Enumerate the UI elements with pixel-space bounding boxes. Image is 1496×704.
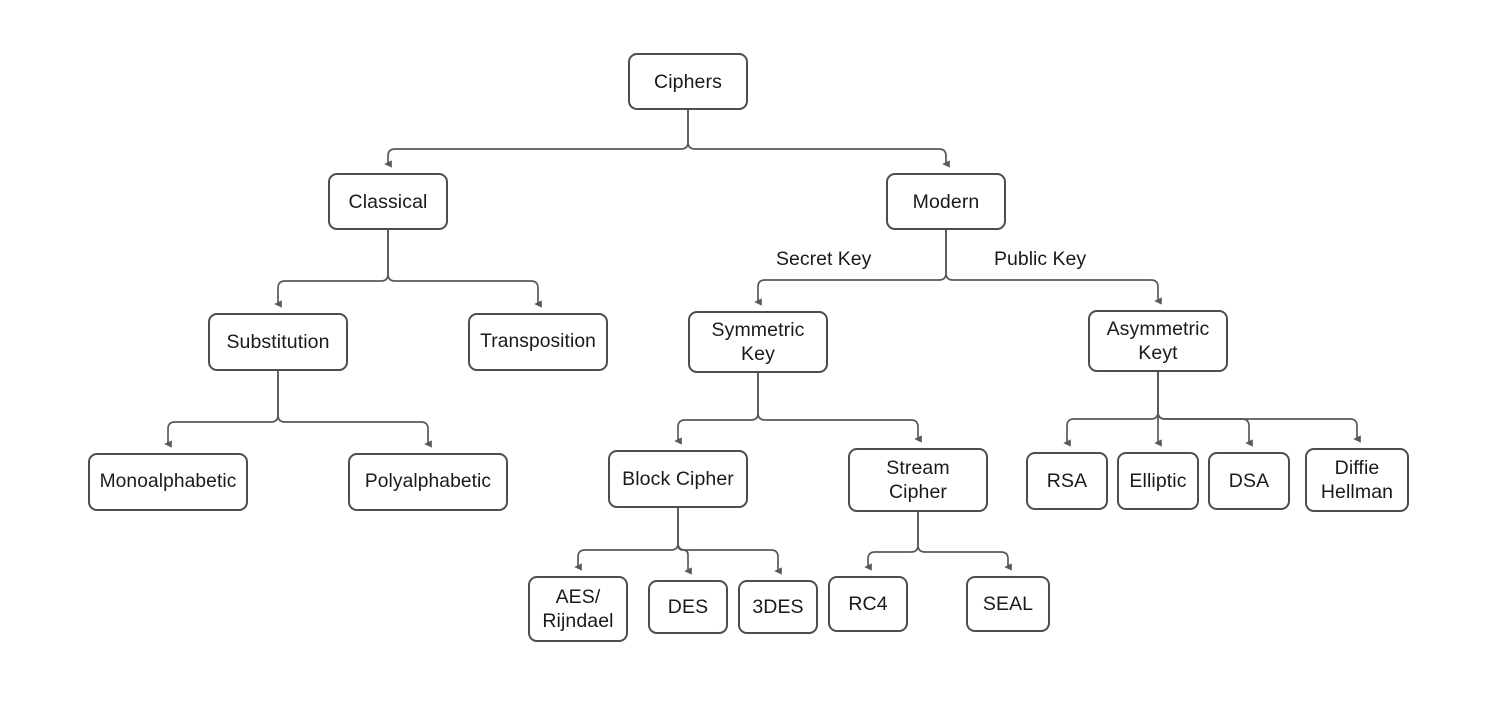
edge-asymmetric-key-to-rsa	[1063, 371, 1159, 447]
node-polyalphabetic[interactable]: Polyalphabetic	[348, 453, 508, 511]
node-transposition[interactable]: Transposition	[468, 313, 608, 371]
edge-stream-cipher-to-rc4	[864, 511, 919, 571]
node-3des[interactable]: 3DES	[738, 580, 818, 634]
edge-ciphers-to-modern	[687, 109, 950, 168]
edge-stream-cipher-to-seal	[917, 511, 1012, 571]
node-substitution[interactable]: Substitution	[208, 313, 348, 371]
node-seal[interactable]: SEAL	[966, 576, 1050, 632]
edge-label-secret-key: Secret Key	[772, 248, 876, 270]
node-stream-cipher[interactable]: Stream Cipher	[848, 448, 988, 512]
node-ciphers[interactable]: Ciphers	[628, 53, 748, 110]
edge-asymmetric-key-to-diffie-hellman	[1157, 371, 1361, 443]
edge-substitution-to-polyalphabetic	[277, 370, 432, 448]
edge-symmetric-key-to-block-cipher	[674, 372, 759, 445]
node-asymmetric-key[interactable]: Asymmetric Keyt	[1088, 310, 1228, 372]
node-modern[interactable]: Modern	[886, 173, 1006, 230]
edge-substitution-to-monoalphabetic	[164, 370, 279, 448]
edge-label-public-key: Public Key	[990, 248, 1091, 270]
edge-ciphers-to-classical	[384, 109, 689, 168]
node-elliptic[interactable]: Elliptic	[1117, 452, 1199, 510]
node-rsa[interactable]: RSA	[1026, 452, 1108, 510]
edge-classical-to-transposition	[387, 229, 542, 308]
edge-block-cipher-to-des	[677, 507, 692, 575]
edge-asymmetric-key-to-dsa	[1157, 371, 1253, 447]
node-rc4[interactable]: RC4	[828, 576, 908, 632]
node-classical[interactable]: Classical	[328, 173, 448, 230]
edge-classical-to-substitution	[274, 229, 389, 308]
edge-symmetric-key-to-stream-cipher	[757, 372, 922, 443]
edge-block-cipher-to-3des	[677, 507, 782, 575]
node-diffie-hellman[interactable]: Diffie Hellman	[1305, 448, 1409, 512]
node-block-cipher[interactable]: Block Cipher	[608, 450, 748, 508]
node-dsa[interactable]: DSA	[1208, 452, 1290, 510]
node-aes-rijndael[interactable]: AES/ Rijndael	[528, 576, 628, 642]
node-symmetric-key[interactable]: Symmetric Key	[688, 311, 828, 373]
edge-block-cipher-to-aes-rijndael	[574, 507, 679, 571]
node-des[interactable]: DES	[648, 580, 728, 634]
node-monoalphabetic[interactable]: Monoalphabetic	[88, 453, 248, 511]
